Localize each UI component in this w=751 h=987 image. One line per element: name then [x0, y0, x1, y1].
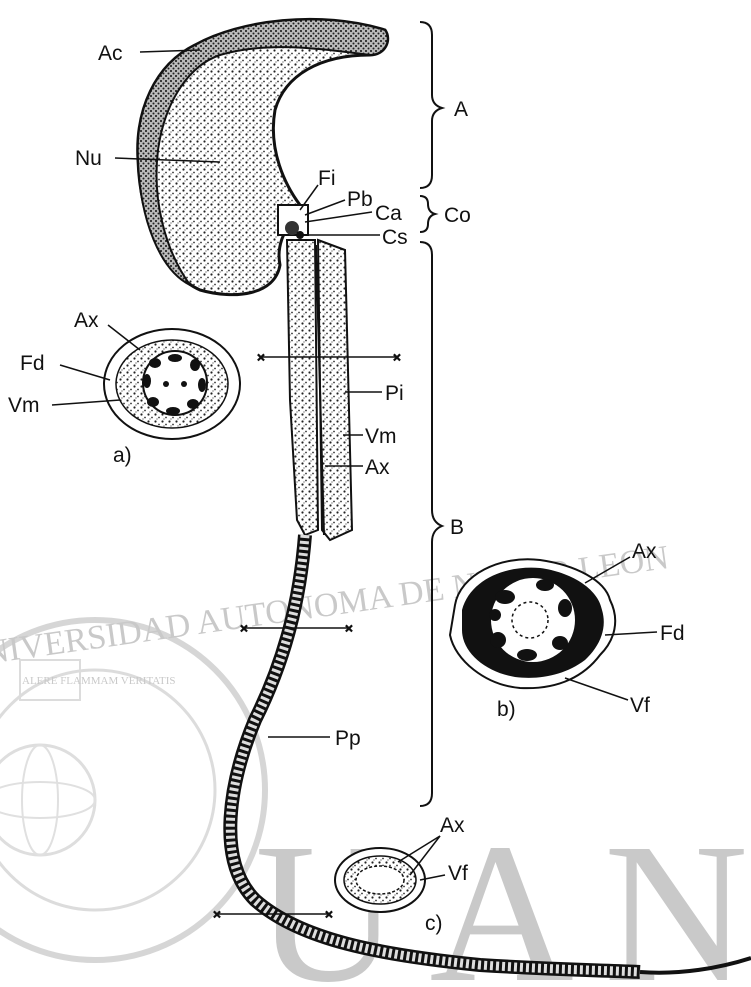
label-section-c-vf: Vf	[448, 862, 468, 885]
label-ax-main: Ax	[365, 456, 390, 479]
svg-text:×: ×	[257, 351, 265, 366]
label-ca: Ca	[375, 202, 402, 225]
label-section-b-fd: Fd	[660, 622, 685, 645]
label-nucleus: Nu	[75, 147, 102, 170]
label-vm-main: Vm	[365, 425, 397, 448]
watermark-inner-text: ALERE FLAMMAM VERITATIS	[22, 675, 176, 687]
caption-section-c: c)	[425, 912, 443, 935]
label-section-b-vf: Vf	[630, 694, 650, 717]
label-pi: Pi	[385, 382, 404, 405]
middle-piece	[287, 240, 352, 540]
svg-text:×: ×	[393, 351, 401, 366]
label-section-a-fd: Fd	[20, 352, 45, 375]
label-pb: Pb	[347, 188, 373, 211]
svg-text:×: ×	[345, 622, 353, 637]
svg-text:×: ×	[240, 622, 248, 637]
caption-section-b: b)	[497, 698, 516, 721]
label-section-c-ax: Ax	[440, 814, 465, 837]
label-section-a-ax: Ax	[74, 309, 99, 332]
label-section-a-vm: Vm	[8, 394, 40, 417]
region-braces	[420, 22, 442, 806]
cross-section-a	[52, 325, 240, 439]
label-connecting-region-co: Co	[444, 204, 471, 227]
svg-text:×: ×	[325, 908, 333, 923]
label-head-region-a: A	[454, 98, 468, 121]
connecting-piece	[278, 205, 308, 239]
label-acrosome: Ac	[98, 42, 123, 65]
caption-section-a: a)	[113, 444, 132, 467]
sperm-head	[138, 19, 388, 294]
label-section-b-ax: Ax	[632, 540, 657, 563]
svg-text:×: ×	[213, 908, 221, 923]
label-tail-region-b: B	[450, 516, 464, 539]
label-fi: Fi	[318, 167, 336, 190]
label-cs: Cs	[382, 226, 408, 249]
label-pp: Pp	[335, 727, 361, 750]
